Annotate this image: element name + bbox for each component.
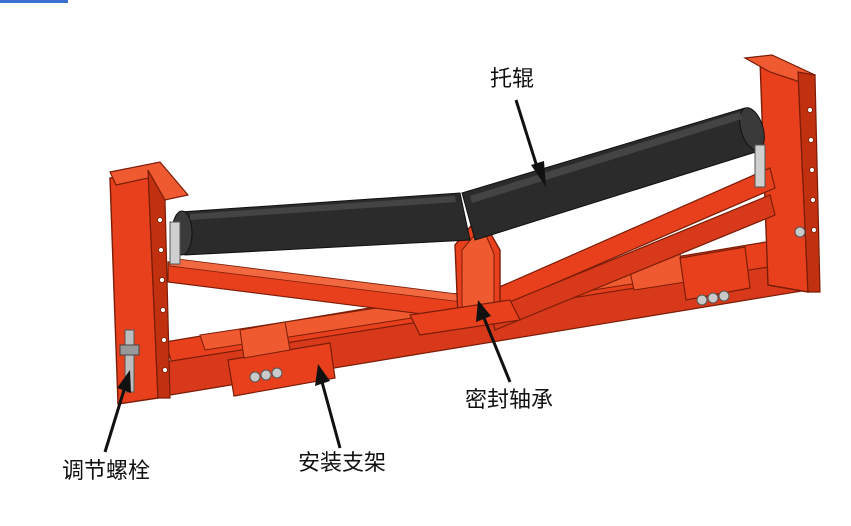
roller-right-highlight xyxy=(470,112,742,203)
left-upright xyxy=(109,161,190,405)
roller-left-bracket xyxy=(169,221,181,265)
label-sealed-bearing: 密封轴承 xyxy=(465,388,553,413)
corner-accent xyxy=(0,0,68,3)
bracket-clamp-left xyxy=(239,321,291,359)
adjusting-bolt-nut xyxy=(119,344,140,356)
bracket-sleeve-right xyxy=(679,246,751,301)
center-base-plate xyxy=(409,299,521,336)
right-upright-pin xyxy=(794,226,806,238)
label-mounting-bracket: 安装支架 xyxy=(298,451,386,476)
arrow-idler-roller xyxy=(514,99,540,171)
roller-right-bracket xyxy=(754,144,766,188)
right-upright-holes xyxy=(807,107,817,233)
left-upright-holes xyxy=(157,217,168,373)
label-adjusting-bolt: 调节螺栓 xyxy=(62,459,150,484)
right-upright-side xyxy=(797,71,821,293)
idler-rollers xyxy=(169,107,766,265)
bolt-group-right xyxy=(696,290,730,306)
label-idler-roller: 托辊 xyxy=(490,67,534,92)
arrow-sealed-bearing xyxy=(482,317,512,383)
arrow-adjusting-bolt xyxy=(103,389,126,453)
arrow-mounting-bracket xyxy=(320,381,342,449)
bolt-group-left xyxy=(249,367,283,383)
pointer-arrows xyxy=(103,99,546,453)
right-upright xyxy=(743,54,821,293)
roller-frame xyxy=(167,167,776,336)
roller-left-highlight xyxy=(190,196,456,220)
